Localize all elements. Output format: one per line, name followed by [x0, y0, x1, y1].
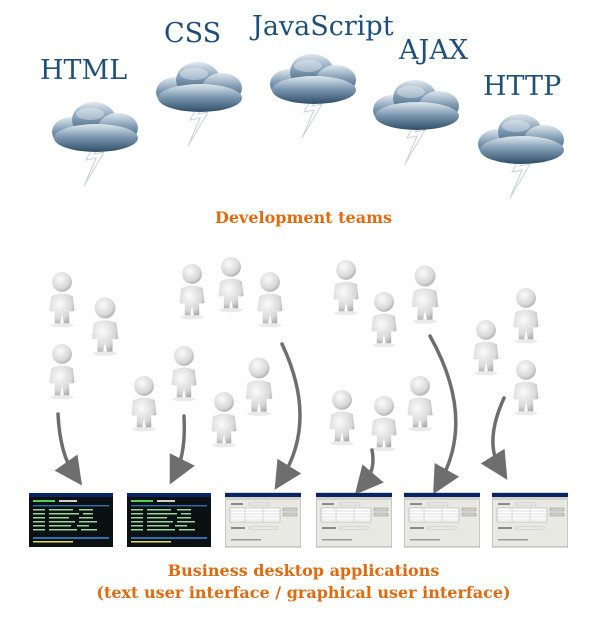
business-apps-caption-line2: (text user interface / graphical user in… [96, 583, 511, 602]
tech-label-css: CSS [164, 18, 222, 49]
arrow [428, 334, 460, 495]
gui-app-window [404, 492, 480, 548]
arrow [54, 412, 83, 486]
text-ui-app-window [29, 493, 113, 547]
gui-app-window [316, 492, 392, 548]
arrow [274, 342, 302, 490]
business-apps-caption-line1: Business desktop applications [167, 561, 440, 580]
arrow [480, 396, 508, 480]
arrow [169, 414, 195, 485]
tech-label-http: HTTP [483, 71, 562, 102]
tech-label-html: HTML [40, 55, 128, 86]
tech-label-ajax: AJAX [399, 35, 469, 66]
arrow [354, 448, 384, 495]
development-teams-caption: Development teams [214, 208, 393, 227]
gui-app-window [492, 492, 568, 548]
text-ui-app-window [127, 493, 211, 547]
tech-label-javascript: JavaScript [252, 11, 394, 42]
gui-app-window [225, 492, 301, 548]
